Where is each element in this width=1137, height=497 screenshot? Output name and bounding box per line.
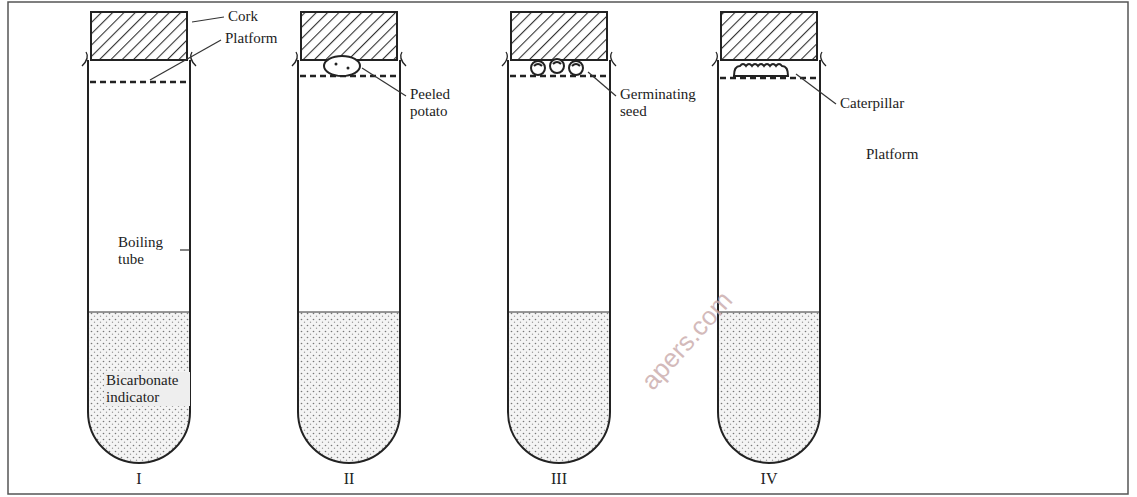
seeds: [531, 59, 583, 75]
liquid-surface: [508, 311, 610, 312]
part-label: Cork: [228, 8, 258, 25]
boiling-tube: [718, 60, 820, 463]
part-label: Boiling tube: [118, 234, 178, 268]
boiling-tube: [88, 60, 190, 463]
indicator: [718, 312, 820, 463]
part-label: Bicarbonate indicator: [104, 372, 190, 406]
roman-numeral: IV: [749, 470, 789, 487]
roman-numeral: II: [329, 470, 369, 487]
part-label: Peeled potato: [410, 86, 466, 120]
indicator: [88, 312, 190, 463]
roman-numeral: III: [539, 470, 579, 487]
part-label: Platform: [225, 30, 278, 47]
liquid-surface: [718, 311, 820, 312]
roman-numeral: I: [119, 470, 159, 487]
platform: [90, 81, 188, 84]
indicator: [508, 312, 610, 463]
cork: [91, 12, 187, 60]
liquid-surface: [298, 311, 400, 312]
caterpillar: [734, 64, 788, 76]
part-label: Caterpillar: [840, 95, 904, 112]
part-label: Platform: [866, 146, 919, 163]
potato: [324, 56, 360, 76]
part-label: Germinating seed: [620, 86, 710, 120]
boiling-tube: [508, 60, 610, 463]
liquid-surface: [88, 311, 190, 312]
cork: [511, 12, 607, 60]
frame: [8, 2, 1128, 494]
cork: [721, 12, 817, 60]
indicator: [298, 312, 400, 463]
tubes: [82, 12, 826, 463]
leader-lines: [150, 17, 836, 250]
cork: [301, 12, 397, 60]
boiling-tube: [298, 60, 400, 463]
